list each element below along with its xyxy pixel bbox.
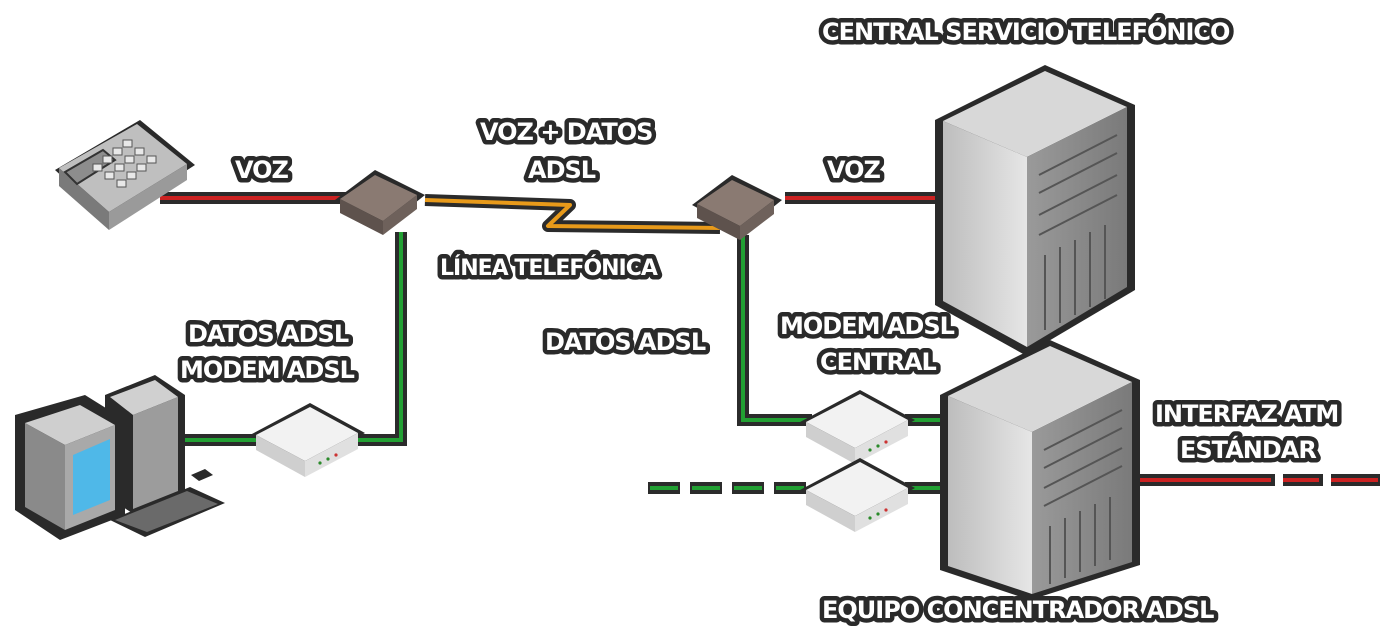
data-line-left [350, 232, 403, 442]
combined-line-outline [424, 194, 721, 234]
label-modem-central-2: CENTRAL [820, 348, 937, 376]
label-voz-datos: VOZ + DATOS [480, 118, 652, 146]
labels: CENTRAL SERVICIO TELEFÓNICO VOZ VOZ + DA… [176, 12, 1344, 629]
label-voz-datos-adsl: ADSL [528, 156, 596, 184]
label-modem-adsl-left: MODEM ADSL [180, 356, 355, 384]
server-icon [935, 65, 1135, 355]
label-modem-central: MODEM ADSL [780, 312, 955, 340]
splitter-icon [335, 170, 425, 235]
modem-icon [800, 390, 915, 464]
telephone-icon [55, 120, 195, 230]
computer-icon [15, 375, 225, 540]
label-linea-telefonica: LÍNEA TELEFÓNICA [440, 255, 658, 281]
label-voz-right: VOZ [827, 156, 881, 184]
label-datos-adsl-right: DATOS ADSL [545, 328, 706, 356]
server-icon [940, 340, 1140, 600]
label-datos-adsl-left: DATOS ADSL [188, 320, 349, 348]
data-line-left-outline [350, 232, 407, 446]
label-concentrador: EQUIPO CONCENTRADOR ADSL [822, 596, 1214, 624]
label-central-telefonico: CENTRAL SERVICIO TELEFÓNICO [822, 16, 1230, 46]
cables [160, 192, 1380, 494]
label-voz-left: VOZ [235, 156, 289, 184]
label-interfaz-estandar: ESTÁNDAR [1180, 435, 1316, 464]
modem-icon [250, 403, 365, 477]
combined-line [424, 198, 721, 230]
modem-icon [800, 458, 915, 532]
data-line-right [741, 235, 812, 422]
splitter-icon [692, 175, 782, 240]
label-interfaz-atm: INTERFAZ ATM [1155, 400, 1338, 428]
